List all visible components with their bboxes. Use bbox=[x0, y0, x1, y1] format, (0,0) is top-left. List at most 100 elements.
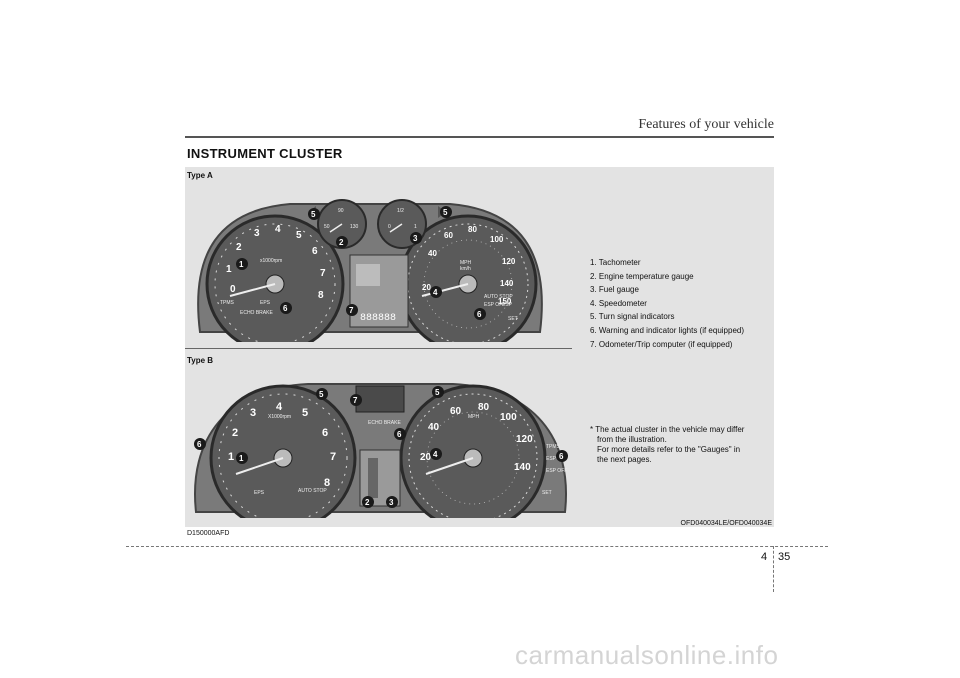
type-b-tach-tick: 3 bbox=[250, 407, 256, 419]
type-b-tach-tick: 4 bbox=[276, 401, 283, 413]
legend-item: 6. Warning and indicator lights (if equi… bbox=[590, 325, 745, 335]
type-a-indicator-label: EPS bbox=[260, 300, 271, 306]
type-b-tach-tick: 8 bbox=[324, 477, 330, 489]
type-b-tach-tick: 1 bbox=[228, 451, 234, 463]
type-a-tach-tick: 4 bbox=[275, 224, 281, 235]
type-a-speedo-tick: 60 bbox=[444, 231, 453, 240]
type-b-speedo-tick: 20 bbox=[420, 452, 432, 463]
type-a-cluster: 0 1 2 3 4 5 6 7 8 20 40 60 80 100 120 14… bbox=[197, 199, 543, 342]
type-b-center-display bbox=[355, 385, 405, 413]
type-a-indicator-label: ESP OFF bbox=[484, 302, 505, 308]
type-a-odometer: 888888 bbox=[360, 313, 396, 324]
legend-item: 7. Odometer/Trip computer (if equipped) bbox=[590, 339, 733, 349]
callout-2: 2 bbox=[339, 238, 344, 247]
legend-item: 1. Tachometer bbox=[590, 258, 641, 267]
callout-6: 6 bbox=[559, 452, 564, 461]
type-b-speedo-tick: 80 bbox=[478, 402, 490, 413]
type-a-tach-tick: 8 bbox=[318, 290, 324, 301]
figure-code: OFD040034LE/OFD040034E bbox=[680, 520, 772, 527]
type-b-cluster: 1 2 3 4 5 6 7 8 20 40 60 80 100 120 140 … bbox=[194, 383, 568, 518]
type-a-indicator-label: TPMS bbox=[220, 300, 235, 306]
type-a-speedo-inner-unit: km/h bbox=[460, 266, 471, 272]
type-a-tach-tick: 3 bbox=[254, 228, 260, 239]
legend-item: 2. Engine temperature gauge bbox=[590, 271, 694, 281]
document-code: D150000AFD bbox=[187, 530, 230, 537]
type-b-speedo-tick: 140 bbox=[514, 462, 531, 473]
callout-1: 1 bbox=[239, 260, 244, 269]
type-b-speedo-unit: MPH bbox=[468, 414, 480, 420]
type-b-tach-unit: X1000rpm bbox=[268, 414, 291, 420]
type-a-temp-mark: 130 bbox=[350, 224, 359, 230]
type-a-speedo-tick: 150 bbox=[498, 297, 512, 306]
watermark: carmanualsonline.info bbox=[515, 640, 779, 670]
type-b-indicator-label: ECHO BRAKE bbox=[368, 420, 401, 426]
type-b-indicator-label: TPMS bbox=[546, 444, 561, 450]
callout-5: 5 bbox=[435, 388, 440, 397]
type-b-tach-tick: 6 bbox=[322, 427, 328, 439]
type-b-indicator-label: ESP OFF bbox=[546, 468, 567, 474]
type-b-tach-tick: 5 bbox=[302, 407, 308, 419]
figure-divider bbox=[185, 348, 572, 349]
type-a-tach-tick: 6 bbox=[312, 246, 318, 257]
callout-2: 2 bbox=[365, 498, 370, 507]
callout-5: 5 bbox=[443, 208, 448, 217]
type-a-fuel-mark: 0 bbox=[388, 224, 391, 230]
type-b-tach-tick: 2 bbox=[232, 427, 238, 439]
legend-item: 5. Turn signal indicators bbox=[590, 312, 675, 322]
type-b-indicator-label: SET bbox=[542, 490, 552, 496]
callout-4: 4 bbox=[433, 288, 438, 297]
type-b-speedo-tick: 120 bbox=[516, 434, 533, 445]
type-a-tach-tick: 1 bbox=[226, 264, 232, 275]
type-a-temp-mark: 50 bbox=[324, 224, 330, 230]
type-a-tach-tick: 0 bbox=[230, 284, 236, 295]
callout-4: 4 bbox=[433, 450, 438, 459]
callout-6: 6 bbox=[197, 440, 202, 449]
callout-6: 6 bbox=[283, 304, 288, 313]
footer-rule bbox=[126, 546, 828, 547]
type-a-speedo-tick: 100 bbox=[490, 235, 504, 244]
section-heading: INSTRUMENT CLUSTER bbox=[187, 146, 343, 161]
type-a-indicator-label: ECHO BRAKE bbox=[240, 310, 273, 316]
type-b-label: Type B bbox=[187, 356, 214, 365]
type-b-indicator-label: AUTO STOP bbox=[298, 488, 327, 494]
callout-7: 7 bbox=[353, 396, 358, 405]
type-b-speedo-tick: 100 bbox=[500, 412, 517, 423]
callout-1: 1 bbox=[239, 454, 244, 463]
note-line: from the illustration. bbox=[597, 435, 667, 444]
running-header: Features of your vehicle bbox=[638, 117, 774, 132]
type-a-speedo-tick: 120 bbox=[502, 257, 516, 266]
type-a-indicator-label: AUTO STOP bbox=[484, 294, 513, 300]
type-b-speedo-tick: 60 bbox=[450, 406, 462, 417]
type-a-tach-tick: 2 bbox=[236, 242, 242, 253]
type-b-indicator-label: EPS bbox=[254, 490, 265, 496]
chapter-number: 4 bbox=[761, 551, 768, 563]
callout-7: 7 bbox=[349, 306, 354, 315]
type-b-speedo-tick: 40 bbox=[428, 422, 440, 433]
callout-3: 3 bbox=[389, 498, 394, 507]
callout-6: 6 bbox=[477, 310, 482, 319]
type-a-speedo-tick: 140 bbox=[500, 279, 514, 288]
type-a-speedo-tick: 20 bbox=[422, 283, 431, 292]
cluster-note: * The actual cluster in the vehicle may … bbox=[590, 425, 770, 465]
legend-item: 4. Speedometer bbox=[590, 298, 647, 308]
callout-5: 5 bbox=[311, 210, 316, 219]
type-a-speedo-unit: MPH bbox=[460, 260, 472, 266]
type-b-indicator-label: ESP bbox=[546, 456, 557, 462]
type-a-label: Type A bbox=[187, 171, 213, 180]
footer-vertical-rule bbox=[773, 546, 774, 592]
note-line: For more details refer to the "Gauges" i… bbox=[597, 445, 741, 454]
callout-6: 6 bbox=[397, 430, 402, 439]
callout-3: 3 bbox=[413, 234, 418, 243]
type-a-tach-tick: 5 bbox=[296, 230, 302, 241]
type-b-tach-tick: 7 bbox=[330, 451, 336, 463]
type-a-fuel-mark: 1 bbox=[414, 224, 417, 230]
callout-5: 5 bbox=[319, 390, 324, 399]
type-a-speedo-tick: 80 bbox=[468, 225, 477, 234]
type-a-indicator-label: SET bbox=[508, 316, 518, 322]
note-line: * The actual cluster in the vehicle may … bbox=[590, 425, 745, 434]
type-a-tach-tick: 7 bbox=[320, 268, 326, 279]
type-a-fuel-mark: 1/2 bbox=[397, 208, 404, 214]
type-a-tach-unit: x1000rpm bbox=[260, 258, 282, 264]
legend-list: 1. Tachometer 2. Engine temperature gaug… bbox=[590, 256, 744, 351]
legend-item: 3. Fuel gauge bbox=[590, 285, 639, 295]
